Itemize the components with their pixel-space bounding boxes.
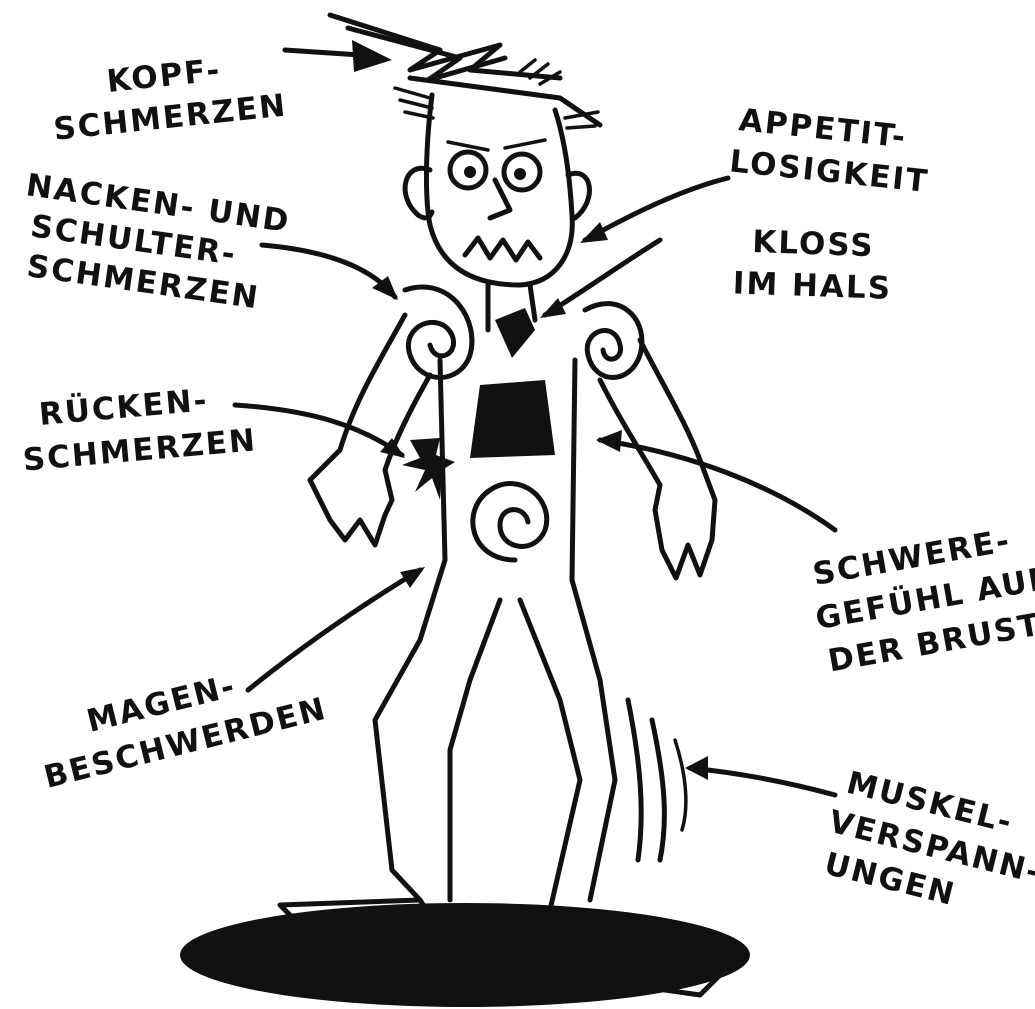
neck — [488, 285, 535, 358]
lightning-bolt-icon — [285, 15, 560, 80]
label-chest: SCHWERE- GEFÜHL AUF DER BRUST — [805, 517, 1035, 681]
label-appetite: APPETIT- LOSIGKEIT — [728, 102, 935, 200]
torso — [440, 360, 575, 580]
arm-left — [310, 315, 430, 545]
back-pain-spark-icon — [402, 438, 455, 500]
label-neck-shoulder: NACKEN- UND SCHULTER- SCHMERZEN — [13, 167, 293, 319]
label-muscle: MUSKEL- VERSPANN- UNGEN — [815, 763, 1035, 932]
label-back-line1: RÜCKEN- — [37, 381, 209, 433]
label-headache-line1: KOPF- — [105, 52, 223, 100]
label-lump-throat-line1: KLOSS — [752, 224, 875, 264]
label-lump-throat: KLOSS IM HALS — [732, 223, 894, 307]
arrow-appetite — [585, 178, 728, 240]
label-lump-throat-line2: IM HALS — [732, 265, 892, 307]
shoulder-spiral-right — [585, 304, 642, 378]
arrow-back — [235, 405, 402, 455]
label-headache: KOPF- SCHMERZEN — [47, 46, 288, 148]
arrow-muscle — [690, 768, 835, 795]
head — [405, 95, 589, 285]
tension-lines — [628, 700, 686, 860]
arrow-stomach — [248, 570, 420, 690]
label-headache-line2: SCHMERZEN — [52, 87, 289, 147]
arrow-chest — [600, 440, 835, 530]
label-back: RÜCKEN- SCHMERZEN — [18, 377, 259, 478]
label-stomach: MAGEN- BESCHWERDEN — [30, 648, 331, 796]
